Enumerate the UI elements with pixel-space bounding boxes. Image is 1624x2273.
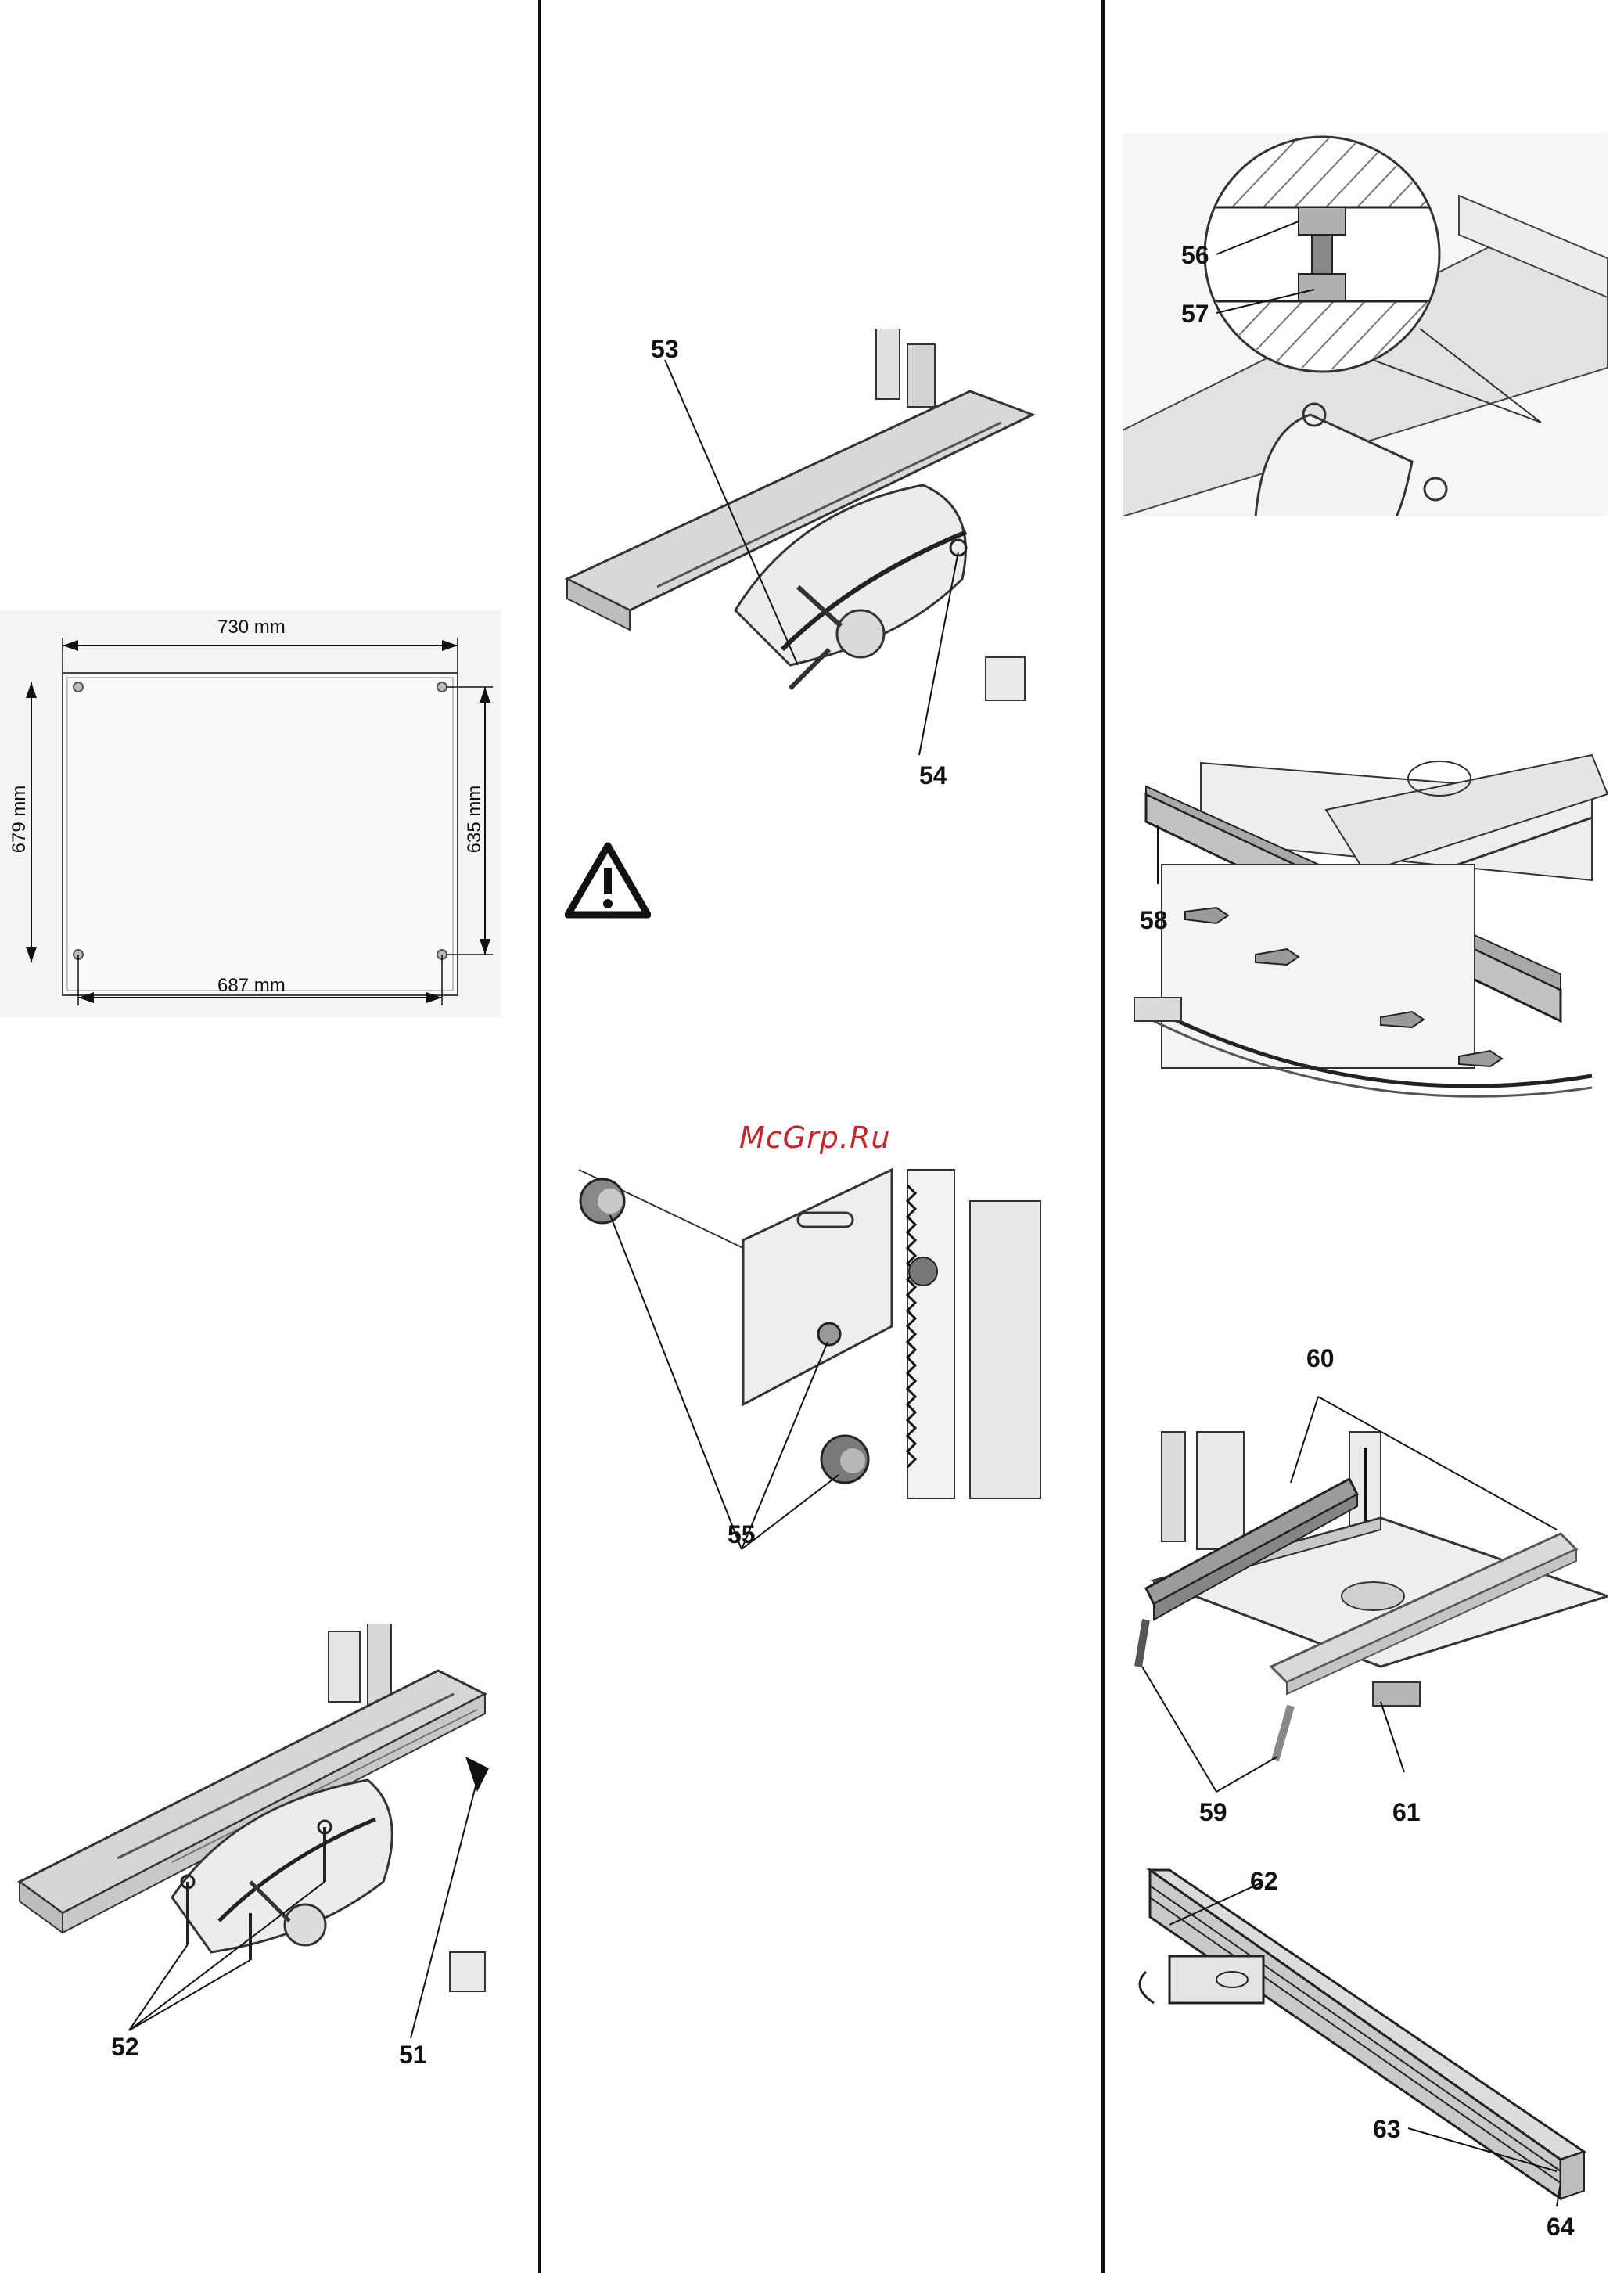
callout-52: 52: [111, 2034, 139, 2059]
watermark: McGrp.Ru: [739, 1120, 890, 1155]
table-leveling-figure: 56 57: [1123, 133, 1608, 516]
callout-63: 63: [1373, 2117, 1401, 2142]
upper-guide-figure: 55: [563, 1154, 1048, 1561]
dimension-right-label: 635 mm: [465, 776, 484, 862]
callout-60: 60: [1306, 1346, 1335, 1371]
callout-53: 53: [651, 336, 679, 361]
callout-62: 62: [1250, 1868, 1278, 1894]
fence-profile-figure: 62 63 64: [1123, 1862, 1608, 2257]
dimension-top-label: 730 mm: [217, 618, 286, 637]
callout-57: 57: [1181, 301, 1209, 326]
dimension-left-label: 679 mm: [10, 776, 29, 862]
callout-54: 54: [919, 763, 947, 788]
callout-61: 61: [1392, 1800, 1421, 1825]
rip-fence-figure: 60 59 61: [1123, 1338, 1608, 1847]
warning-triangle-icon: [565, 841, 651, 919]
dimension-bottom-label: 687 mm: [217, 976, 286, 995]
callout-58: 58: [1140, 908, 1168, 933]
callout-59: 59: [1199, 1800, 1227, 1825]
fence-rail-figure: 58: [1123, 747, 1608, 1115]
table-mounting-figure: 52 51: [16, 1624, 493, 2093]
column-divider-right: [1101, 0, 1105, 2273]
callout-51: 51: [399, 2042, 427, 2067]
column-divider-left: [538, 0, 541, 2273]
callout-55: 55: [728, 1522, 756, 1547]
table-tilt-figure: 53 54: [563, 329, 1048, 798]
callout-64: 64: [1547, 2214, 1575, 2239]
base-plate-dimension-figure: 730 mm 679 mm 635 mm 687 mm: [0, 610, 501, 1017]
callout-56: 56: [1181, 243, 1209, 268]
